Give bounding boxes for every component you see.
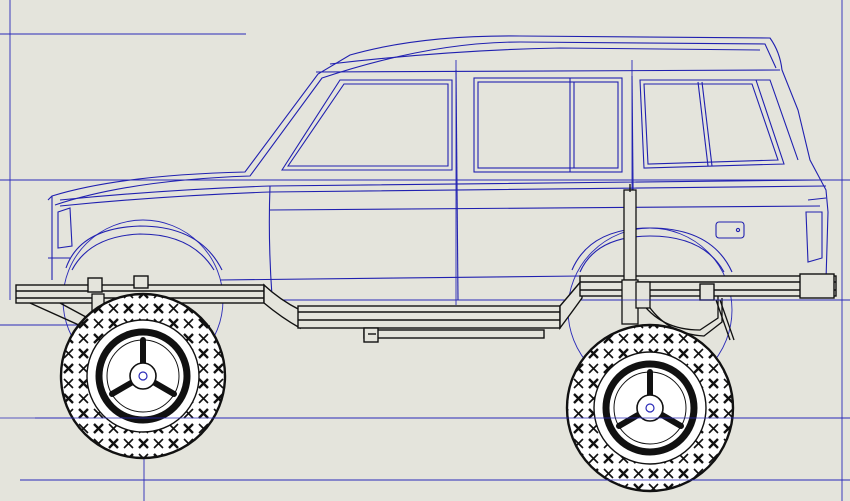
front-fender-arch-inner (71, 233, 215, 271)
window-divider (701, 81, 713, 167)
window-rear-inner (643, 83, 779, 165)
frame-bracket (87, 277, 103, 293)
rocker-line (219, 275, 581, 281)
rear-quarter-panel (807, 197, 827, 201)
body-silhouette (47, 35, 829, 281)
fuel-door-latch (735, 227, 741, 233)
rear-frame-kick (559, 278, 583, 331)
chassis-frame (15, 273, 837, 343)
window-front-inner (286, 83, 449, 167)
vehicle-body (47, 35, 829, 301)
rear-bump-stop (715, 299, 731, 341)
rear-fender-arch (571, 227, 733, 273)
frame-bracket (133, 275, 149, 289)
door-line-front (268, 185, 273, 297)
fuel-door (715, 221, 745, 239)
rear-body-end (805, 211, 823, 263)
roof-rail (329, 47, 761, 65)
rear-bumper-bracket (799, 273, 835, 299)
front-wheel (59, 292, 227, 460)
rear-suspension (621, 184, 735, 341)
exhaust-clamp (363, 327, 379, 343)
door-line-mid (455, 69, 459, 301)
window-middle-inner (477, 81, 619, 169)
frame-bracket (699, 283, 715, 301)
rear-wheel (565, 323, 735, 493)
c-pillar (756, 79, 799, 161)
window-front (280, 79, 453, 171)
rear-spring-perch (635, 281, 651, 309)
overlay-construction-lines (0, 299, 850, 481)
belt-line-lower (59, 185, 827, 207)
window-rear (639, 79, 785, 169)
front-fender-arch (65, 225, 223, 271)
body-side-line (269, 205, 821, 211)
belt-line (59, 179, 821, 201)
front-grille (57, 207, 73, 249)
roof-line (315, 69, 781, 73)
front-frame-kick (263, 283, 301, 330)
rear-fender-arch-inner (579, 235, 725, 273)
body-silhouette-inner (54, 41, 777, 206)
window-middle (473, 77, 623, 173)
rear-shock-tower (623, 189, 637, 281)
main-frame-rail (297, 305, 561, 329)
window-divider (697, 81, 709, 167)
exhaust-pipe (363, 329, 545, 339)
